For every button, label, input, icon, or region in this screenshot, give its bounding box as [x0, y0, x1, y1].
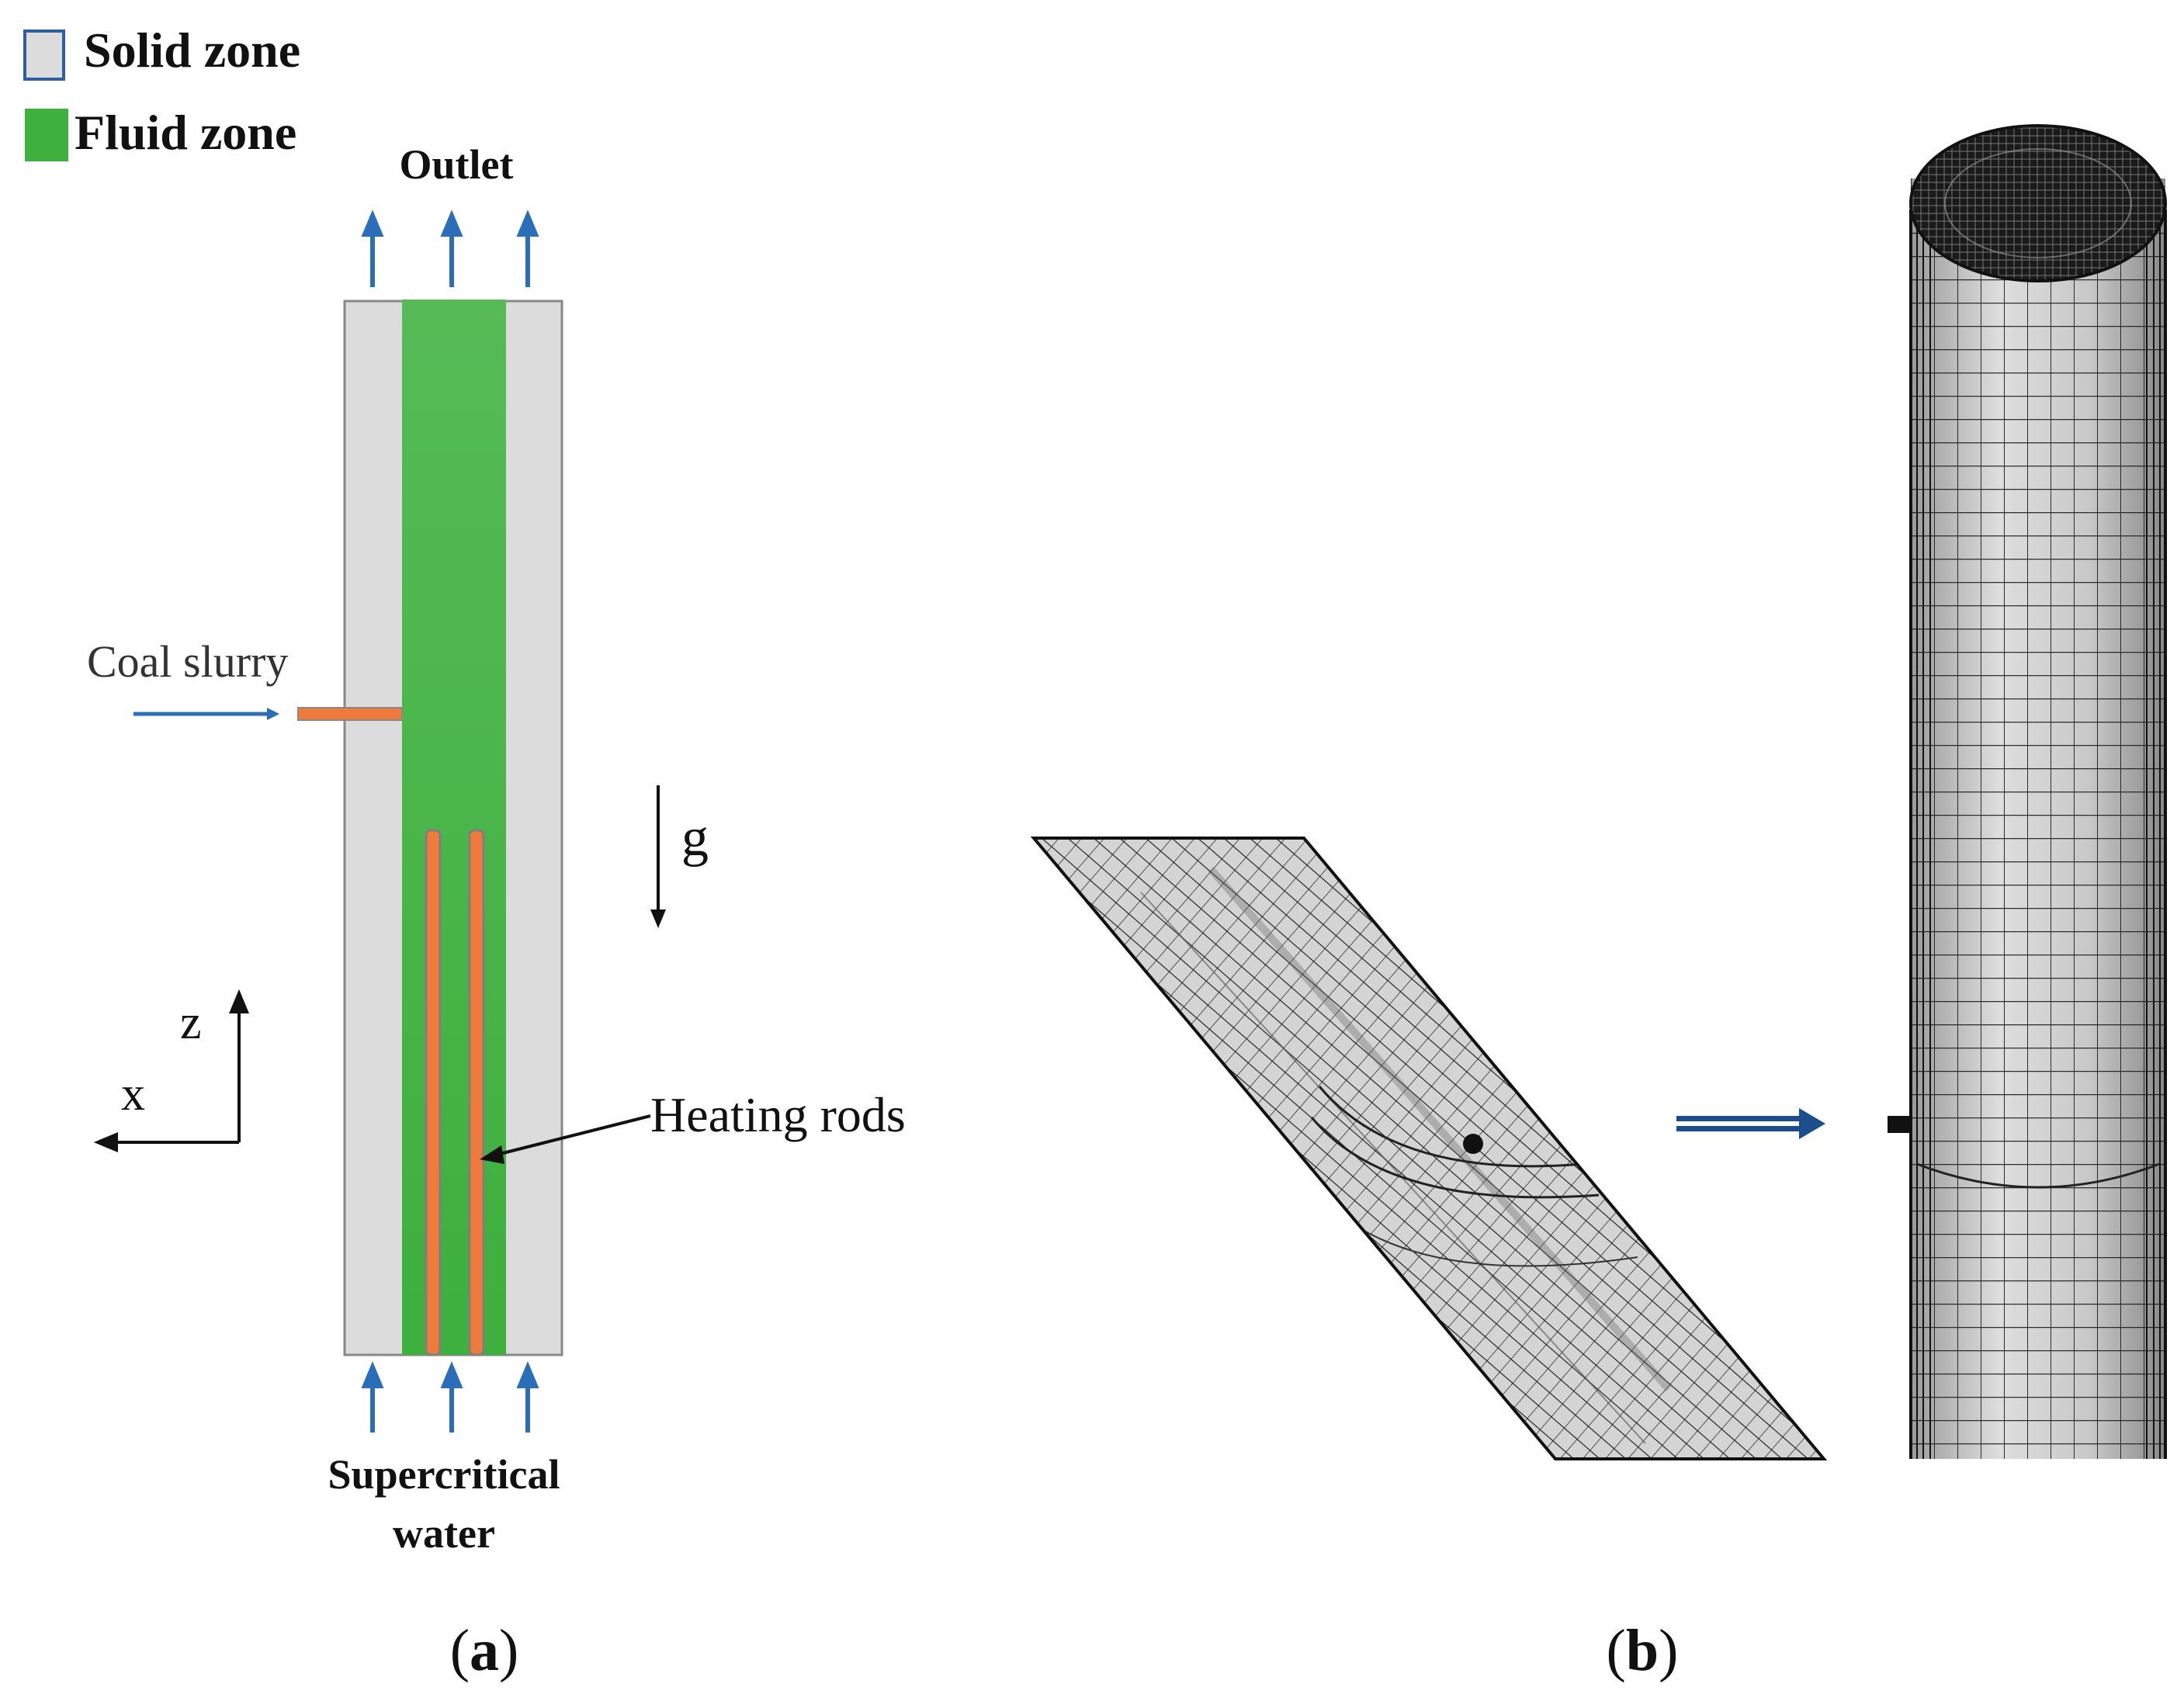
- panel-b-mesh: (b): [1030, 124, 2167, 1683]
- outlet-arrow-icon: [440, 210, 463, 287]
- outlet-label: Outlet: [400, 141, 514, 188]
- caption-b-letter: b: [1626, 1618, 1659, 1683]
- inlet-arrow-icon: [361, 1361, 384, 1433]
- inlet-label-line2: water: [393, 1510, 495, 1557]
- caption-a: (a): [450, 1618, 519, 1683]
- zoom-arrow-icon: [1676, 1108, 1825, 1139]
- heating-rods-pointer-icon: [480, 1114, 651, 1164]
- legend-fluid-label: Fluid zone: [75, 105, 296, 160]
- coal-slurry-arrow-icon: [133, 708, 279, 720]
- legend-solid-label: Solid zone: [84, 23, 300, 78]
- caption-b-open: (: [1607, 1618, 1626, 1683]
- outlet-arrows: [361, 210, 539, 287]
- heating-rod-left: [425, 829, 442, 1356]
- gravity-arrow-icon: [650, 785, 666, 928]
- inlet-arrow-icon: [440, 1361, 463, 1433]
- outlet-arrow-icon: [361, 210, 384, 287]
- legend-solid-swatch: [23, 29, 65, 81]
- panel-a-schematic: Outlet Coal slurry g: [87, 141, 906, 1683]
- mesh-full-cylinder: [1888, 124, 2167, 1459]
- caption-b: (b): [1607, 1618, 1679, 1683]
- legend-fluid-swatch: [25, 109, 68, 161]
- coal-slurry-label: Coal slurry: [87, 636, 288, 687]
- inlet-label-line1: Supercritical: [328, 1451, 560, 1498]
- caption-a-open: (: [450, 1618, 470, 1683]
- caption-b-close: ): [1659, 1618, 1678, 1683]
- axis-x-label: x: [121, 1068, 145, 1121]
- axis-z-label: z: [180, 996, 202, 1049]
- outlet-arrow-icon: [516, 210, 539, 287]
- inlet-arrows: [361, 1361, 539, 1433]
- coal-slurry-inlet-pipe: [297, 707, 403, 721]
- inlet-arrow-icon: [516, 1361, 539, 1433]
- heating-rod-right: [468, 829, 485, 1356]
- axes-icon: [93, 989, 249, 1152]
- side-inlet-nub: [1888, 1116, 1912, 1133]
- legend: Solid zone Fluid zone: [23, 23, 300, 161]
- heating-rods-label: Heating rods: [650, 1087, 906, 1142]
- caption-a-close: ): [499, 1618, 518, 1683]
- mesh-detail-cylinder: [1030, 837, 1828, 1460]
- caption-a-letter: a: [470, 1618, 499, 1683]
- injection-point-icon: [1463, 1134, 1483, 1154]
- fluid-zone: [402, 300, 506, 1355]
- gravity-label: g: [681, 808, 709, 868]
